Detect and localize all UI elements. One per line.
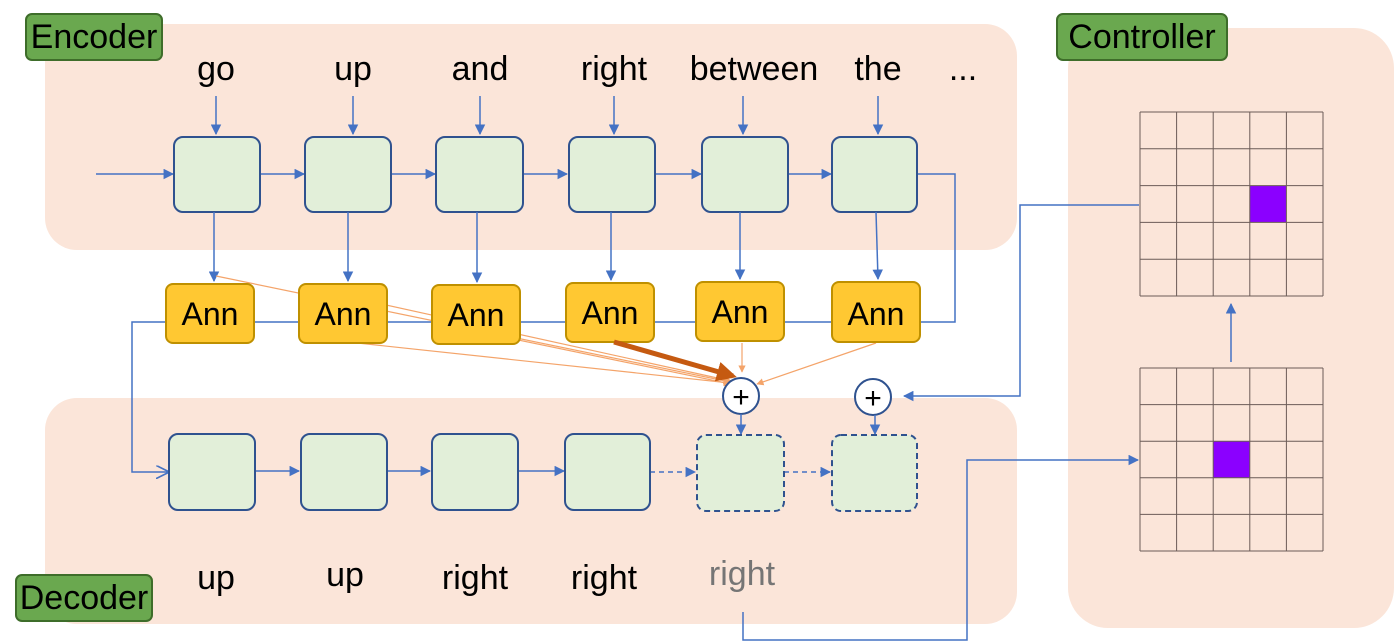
decoder-word: right xyxy=(442,559,509,597)
input-arrows xyxy=(210,96,884,136)
annotation-label: Ann xyxy=(582,295,639,331)
annotation-label: Ann xyxy=(448,297,505,333)
encoder-words: go up and right between the ... xyxy=(197,50,977,88)
annotation-label: Ann xyxy=(848,296,905,332)
encoder-word: right xyxy=(581,50,648,88)
sum-node: + xyxy=(722,377,760,415)
decoder-word: up xyxy=(197,559,235,597)
annotation-arrows xyxy=(208,211,883,284)
encoder-word: go xyxy=(197,50,235,88)
controller-tag: Controller xyxy=(1056,13,1228,61)
sum-arrows xyxy=(735,414,881,436)
encoder-cells xyxy=(173,136,918,213)
decoder-cell-pending xyxy=(831,434,918,512)
grid-highlight-cell xyxy=(1249,185,1287,223)
annotation-label: Ann xyxy=(315,296,372,332)
decoder-cell xyxy=(168,433,256,511)
decoder-tag-label: Decoder xyxy=(20,579,149,617)
strong-attention-arrow xyxy=(613,339,737,382)
decoder-cell-pending xyxy=(696,434,785,512)
decoder-cells xyxy=(168,433,918,512)
decoder-word: right xyxy=(571,559,638,597)
encoder-cell xyxy=(173,136,261,213)
sum-node: + xyxy=(854,378,892,416)
grid-highlight-cell xyxy=(1213,441,1250,478)
decoder-words: up up right right right xyxy=(197,555,776,597)
annotation-box: Ann xyxy=(565,282,655,343)
encoder-word: the xyxy=(854,50,901,88)
decoder-cell xyxy=(300,433,388,511)
encoder-word: and xyxy=(452,50,509,88)
encoder-word: up xyxy=(334,50,372,88)
plus-sign: + xyxy=(864,382,882,415)
decoder-to-controller-line xyxy=(742,454,1140,641)
annotation-label: Ann xyxy=(182,296,239,332)
controller-grid-current xyxy=(1139,111,1324,297)
plus-sign: + xyxy=(732,381,750,414)
encoder-cell xyxy=(701,136,789,213)
decoder-recurrent-arrows xyxy=(255,465,832,478)
encoder-word-ellipsis: ... xyxy=(949,50,977,88)
decoder-word-predicted: right xyxy=(709,555,776,593)
encoder-cell xyxy=(435,136,524,213)
annotation-box: Ann xyxy=(298,283,388,344)
controller-feedback-line xyxy=(902,204,1139,402)
decoder-word: up xyxy=(326,556,364,594)
annotation-boxes: Ann Ann Ann Ann Ann Ann xyxy=(165,281,921,345)
decoder-cell xyxy=(431,433,519,511)
encoder-tag: Encoder xyxy=(25,13,163,61)
controller-tag-label: Controller xyxy=(1068,18,1215,56)
context-connector xyxy=(131,173,956,472)
controller-grid-previous xyxy=(1139,367,1324,552)
annotation-label: Ann xyxy=(712,294,769,330)
annotation-box: Ann xyxy=(431,284,521,345)
encoder-cell xyxy=(304,136,392,213)
encoder-word: between xyxy=(690,50,819,88)
decoder-tag: Decoder xyxy=(15,574,153,622)
encoder-cell xyxy=(831,136,918,213)
decoder-cell xyxy=(564,433,651,511)
annotation-box: Ann xyxy=(831,281,921,343)
encoder-cell xyxy=(568,136,656,213)
annotation-box: Ann xyxy=(695,281,785,342)
encoder-tag-label: Encoder xyxy=(31,18,158,56)
annotation-box: Ann xyxy=(165,283,255,344)
